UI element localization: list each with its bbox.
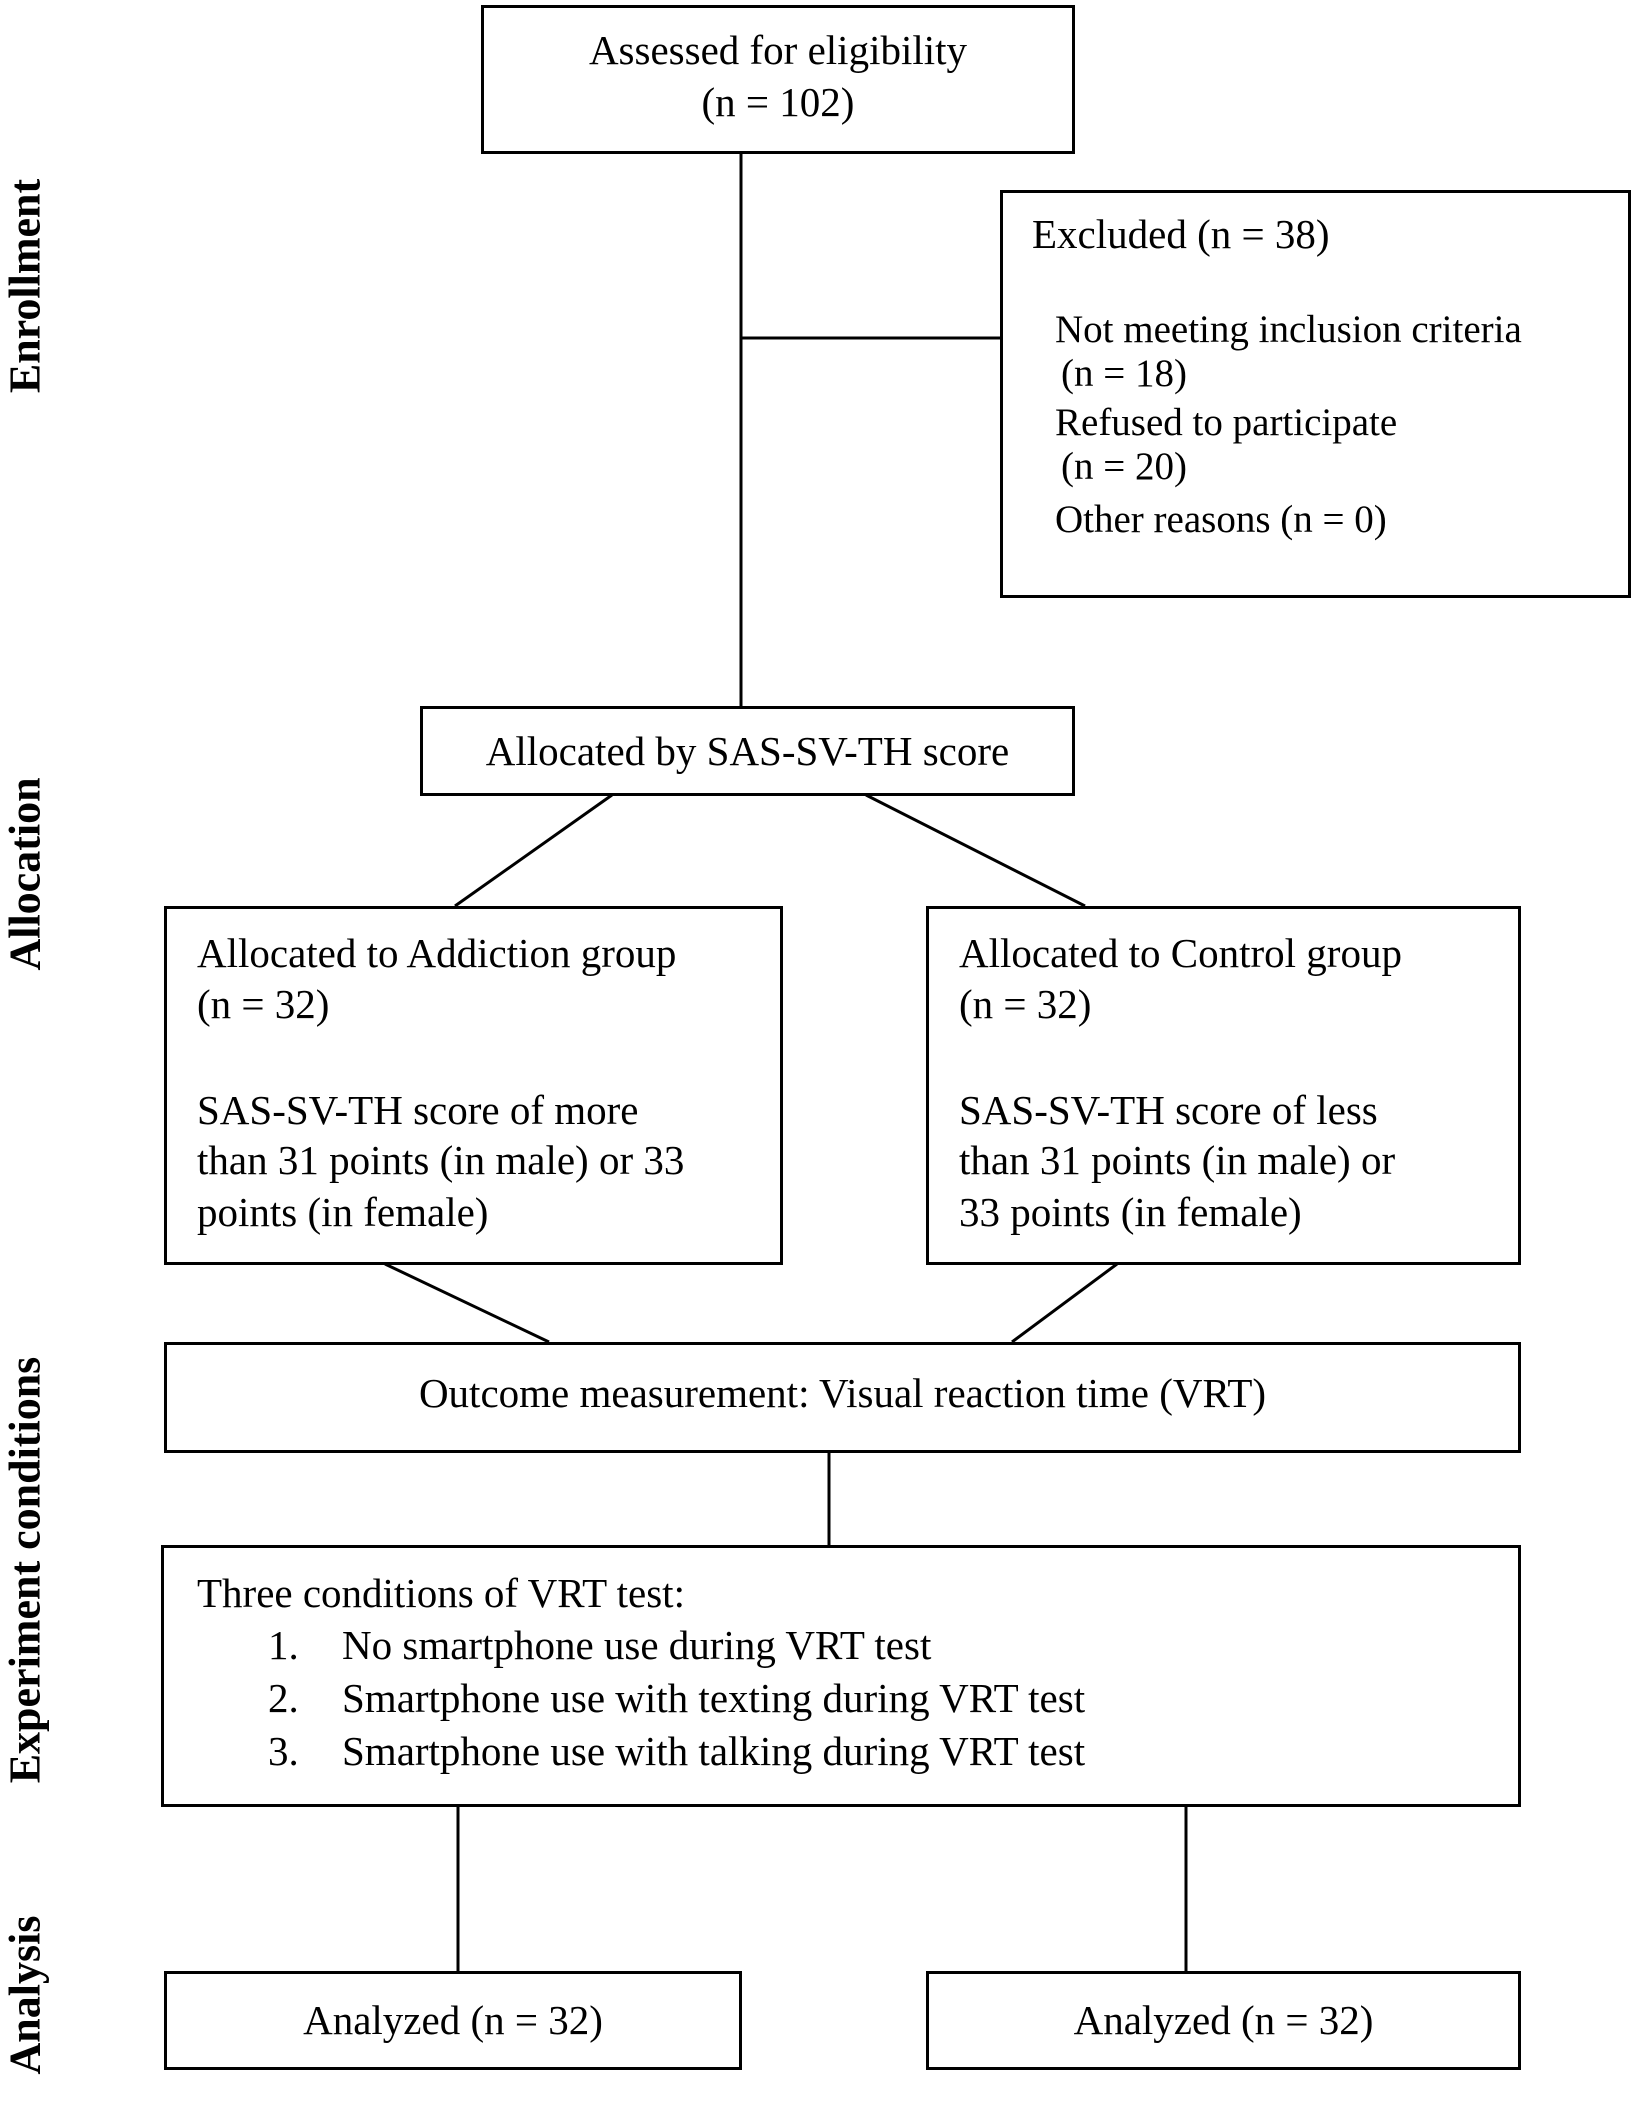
assessed-label: Assessed for eligibility <box>588 27 968 73</box>
addiction-group-box: Allocated to Addiction group (n = 32) SA… <box>164 906 783 1265</box>
excluded-reason-1-count: (n = 18) <box>1061 352 1187 395</box>
addiction-criteria-line-3: points (in female) <box>197 1189 489 1235</box>
excluded-reason-1: Not meeting inclusion criteria <box>1055 308 1522 351</box>
allocated-label: Allocated by SAS-SV-TH score <box>485 728 1010 774</box>
phase-label-experiment-conditions: Experiment conditions <box>0 1356 50 1784</box>
assessed-box: Assessed for eligibility (n = 102) <box>481 5 1075 154</box>
condition-item-1: 1. No smartphone use during VRT test <box>268 1621 931 1669</box>
outcome-label: Outcome measurement: Visual reaction tim… <box>418 1370 1267 1416</box>
condition-item-1-number: 1. <box>268 1622 299 1668</box>
excluded-box: Excluded (n = 38) Not meeting inclusion … <box>1000 190 1631 598</box>
connector-allocated-to-control <box>865 793 1086 908</box>
conditions-title: Three conditions of VRT test: <box>197 1570 685 1616</box>
analyzed-control-label: Analyzed (n = 32) <box>1073 1997 1374 2043</box>
addiction-group-count: (n = 32) <box>197 981 330 1027</box>
control-criteria-line-1: SAS-SV-TH score of less <box>959 1087 1378 1133</box>
assessed-count: (n = 102) <box>701 79 855 125</box>
control-group-title: Allocated to Control group <box>959 930 1402 976</box>
control-group-count: (n = 32) <box>959 981 1092 1027</box>
excluded-reason-2: Refused to participate <box>1055 401 1398 444</box>
analyzed-addiction-box: Analyzed (n = 32) <box>164 1971 742 2070</box>
connector-addiction-to-outcome <box>384 1262 550 1344</box>
condition-item-3-number: 3. <box>268 1728 299 1774</box>
condition-item-3: 3. Smartphone use with talking during VRT… <box>268 1727 1085 1775</box>
phase-label-allocation: Allocation <box>0 777 50 971</box>
outcome-box: Outcome measurement: Visual reaction tim… <box>164 1342 1521 1453</box>
condition-item-2: 2. Smartphone use with texting during VRT… <box>268 1674 1085 1722</box>
conditions-box: Three conditions of VRT test: 1. No smart… <box>161 1545 1521 1807</box>
condition-item-1-text: No smartphone use during VRT test <box>342 1622 932 1668</box>
addiction-group-title: Allocated to Addiction group <box>197 930 677 976</box>
allocated-box: Allocated by SAS-SV-TH score <box>420 706 1075 796</box>
addiction-criteria-line-1: SAS-SV-TH score of more <box>197 1087 639 1133</box>
addiction-criteria-line-2: than 31 points (in male) or 33 <box>197 1137 685 1183</box>
condition-item-2-number: 2. <box>268 1675 299 1721</box>
phase-label-analysis: Analysis <box>0 1915 50 2075</box>
analyzed-addiction-label: Analyzed (n = 32) <box>303 1997 603 2043</box>
control-criteria-line-3: 33 points (in female) <box>959 1189 1302 1235</box>
control-criteria-line-2: than 31 points (in male) or <box>959 1137 1396 1183</box>
analyzed-control-box: Analyzed (n = 32) <box>926 1971 1521 2070</box>
excluded-title: Excluded (n = 38) <box>1032 211 1330 257</box>
condition-item-2-text: Smartphone use with texting during VRT t… <box>342 1675 1086 1721</box>
connector-control-to-outcome <box>1011 1262 1118 1344</box>
connector-allocated-to-addiction <box>454 793 613 908</box>
excluded-reason-2-count: (n = 20) <box>1061 445 1187 488</box>
condition-item-3-text: Smartphone use with talking during VRT t… <box>342 1728 1086 1774</box>
phase-label-enrollment: Enrollment <box>0 178 50 394</box>
excluded-reason-3: Other reasons (n = 0) <box>1055 498 1387 541</box>
control-group-box: Allocated to Control group (n = 32) SAS-… <box>926 906 1521 1265</box>
